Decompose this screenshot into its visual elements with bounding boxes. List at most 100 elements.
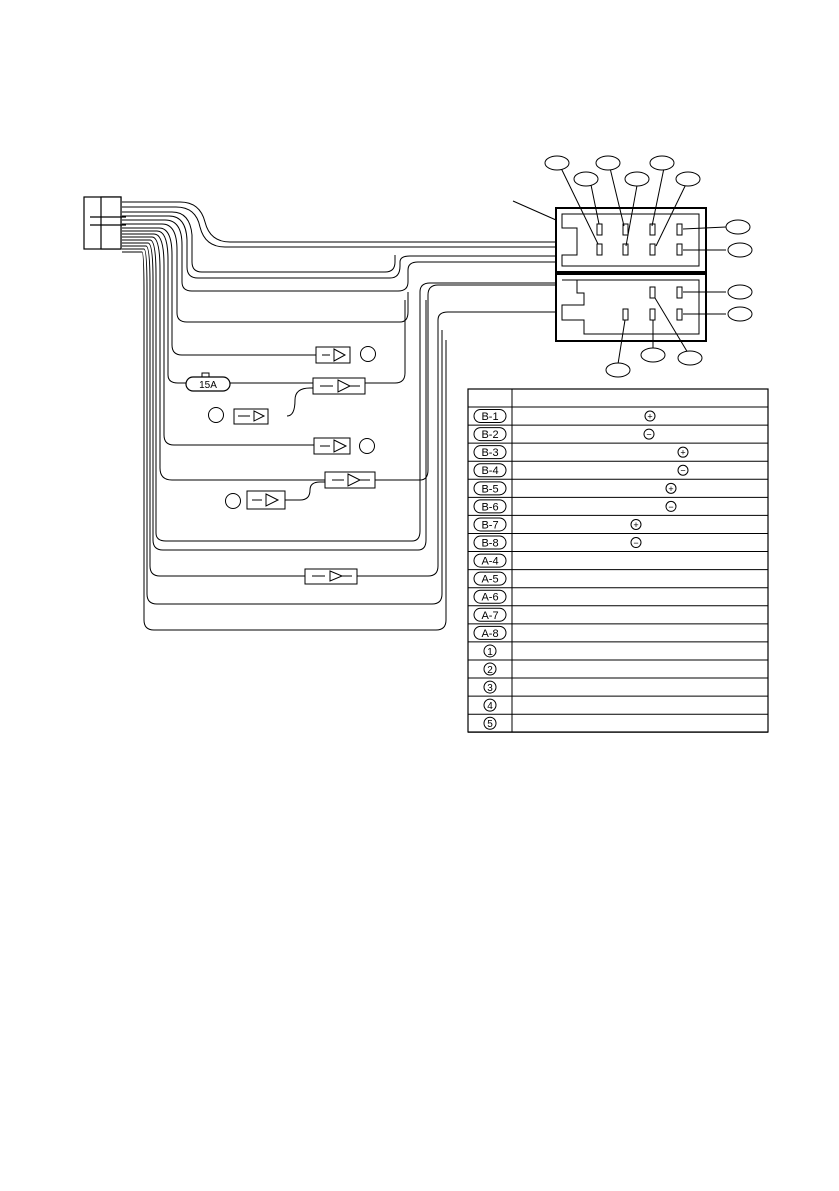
inline-connector-4 [313, 437, 351, 455]
pin-callout-oval [649, 155, 675, 171]
terminal-id: 1 [487, 647, 493, 658]
legend-row: 3 [468, 680, 768, 697]
terminal-badge [483, 698, 497, 712]
terminal-badge [473, 625, 507, 640]
terminal-id: 4 [487, 701, 493, 712]
terminal-badge [473, 535, 507, 550]
pin-callout-oval [640, 347, 666, 363]
pin-callout-oval [595, 155, 621, 171]
polarity-sign: + [668, 484, 673, 494]
terminal-id: B-3 [481, 447, 498, 459]
polarity-sign: − [646, 430, 651, 440]
terminal-id: B-5 [481, 483, 498, 495]
terminal-badge [473, 499, 507, 514]
legend-row: 5 [468, 716, 768, 733]
terminal-id: 2 [487, 665, 493, 676]
polarity-sign: − [680, 466, 685, 476]
terminal-badge [483, 662, 497, 676]
callout-circle [208, 407, 224, 423]
inline-connector-3 [233, 408, 269, 425]
inline-connector-7 [304, 568, 358, 585]
legend-row: B-5 + [468, 481, 768, 498]
polarity-icon [630, 537, 642, 549]
pin-callout-oval [624, 171, 650, 187]
polarity-icon [644, 410, 656, 422]
wire-callouts [208, 346, 376, 509]
terminal-badge [473, 571, 507, 586]
terminal-badge [473, 607, 507, 622]
terminal-id: A-8 [481, 628, 498, 640]
terminal-id: B-8 [481, 538, 498, 550]
legend-row: 1 [468, 644, 768, 661]
legend-row: A-5 [468, 571, 768, 589]
inline-connector-5 [324, 471, 376, 489]
terminal-badge [473, 517, 507, 532]
terminal-id: A-7 [481, 610, 498, 622]
terminal-id: A-4 [481, 556, 498, 568]
polarity-sign: + [633, 520, 638, 530]
terminal-badge [483, 716, 497, 730]
legend-row: B-6 − [468, 499, 768, 516]
polarity-icon [677, 446, 689, 458]
legend-row: A-4 [468, 553, 768, 571]
polarity-icon [665, 482, 677, 494]
legend-table: B-1 + B-2 − B-3+ B-4 − B-5 + B-6 − B-7 + B-8 − A-4A-5A-… [467, 388, 769, 733]
terminal-badge [473, 553, 507, 568]
terminal-id: B-2 [481, 429, 498, 441]
wire-harness [122, 201, 556, 631]
terminal-id: A-6 [481, 592, 498, 604]
fuse: 15A [185, 372, 231, 392]
polarity-icon [677, 464, 689, 476]
terminal-badge [483, 644, 497, 658]
inline-connector-1 [315, 346, 351, 364]
unit-connector [83, 196, 126, 250]
terminal-id: A-5 [481, 574, 498, 586]
callout-circle [359, 438, 375, 454]
terminal-badge [473, 409, 507, 424]
polarity-icon [643, 428, 655, 440]
pin-callout-oval [675, 171, 701, 187]
legend-row: B-7 + [468, 517, 768, 534]
callout-circle [225, 493, 241, 509]
polarity-sign: + [647, 412, 652, 422]
inline-connector-6 [246, 490, 286, 510]
callout-circle [360, 346, 376, 362]
pin-callout-oval [605, 362, 631, 378]
pin-callout-oval [725, 219, 751, 235]
legend-row: B-3+ [468, 445, 768, 462]
inline-connector-2 [312, 377, 366, 395]
pin-callouts [544, 155, 753, 378]
legend-row: 4 [468, 698, 768, 715]
legend-row: B-8 − [468, 535, 768, 553]
terminal-badge [473, 463, 507, 478]
terminal-id: B-7 [481, 519, 498, 531]
terminal-badge [473, 589, 507, 604]
legend-row: A-6 [468, 589, 768, 607]
pin-callout-oval [727, 242, 753, 258]
legend-row: B-2 − [468, 427, 768, 444]
terminal-id: 5 [487, 719, 493, 730]
terminal-badge [473, 445, 507, 460]
legend-row: A-8 [468, 625, 768, 643]
polarity-sign: − [668, 502, 673, 512]
fuse-label: 15A [199, 380, 217, 391]
terminal-badge [473, 427, 507, 442]
polarity-icon [630, 518, 642, 530]
polarity-sign: − [633, 538, 638, 548]
legend-row: B-1 + [468, 409, 768, 426]
pin-callout-oval [573, 171, 599, 187]
terminal-id: 3 [487, 683, 493, 694]
terminal-id: B-1 [481, 411, 498, 423]
pin-callout-oval [677, 350, 703, 366]
terminal-badge [473, 481, 507, 496]
pin-callout-oval [727, 306, 753, 322]
terminal-id: B-6 [481, 501, 498, 513]
terminal-badge [483, 680, 497, 694]
terminal-id: B-4 [481, 465, 498, 477]
pin-callout-oval [544, 155, 570, 171]
polarity-icon [665, 500, 677, 512]
pin-callout-oval [727, 284, 753, 300]
legend-row: A-7 [468, 607, 768, 625]
legend-row: B-4 − [468, 463, 768, 480]
